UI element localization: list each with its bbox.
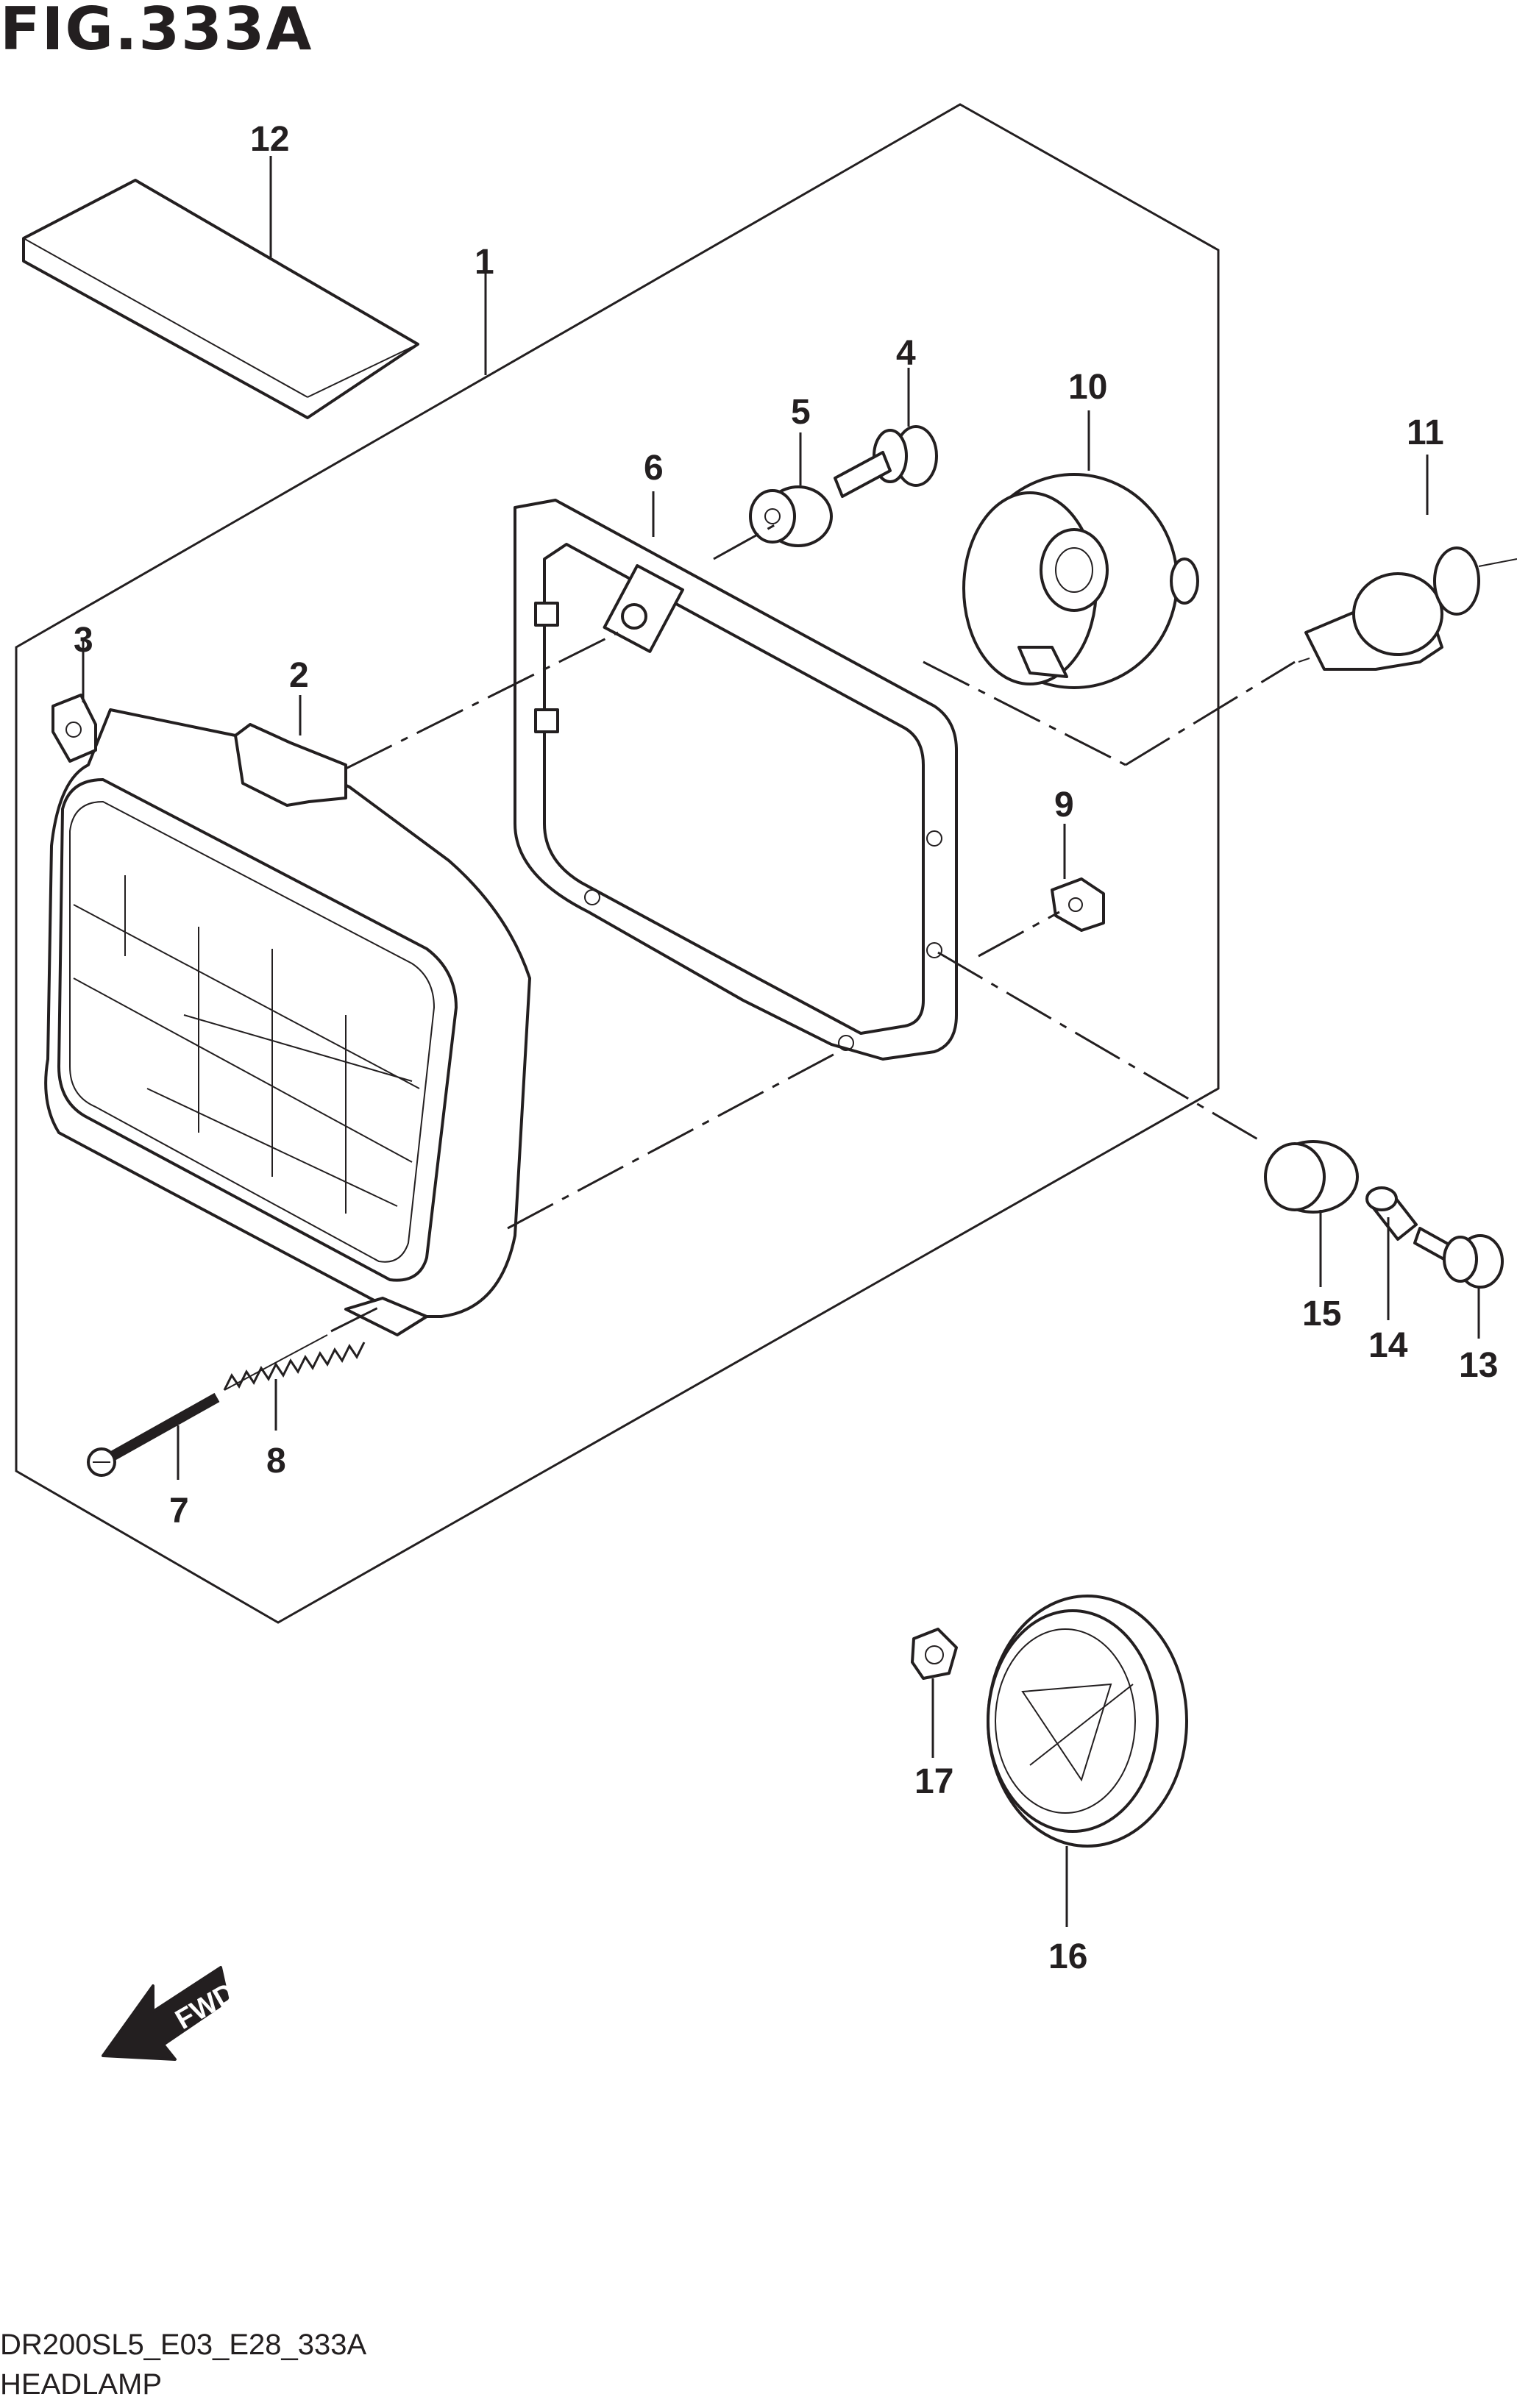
callout-7: 7 (169, 1492, 189, 1531)
callout-3: 3 (74, 621, 93, 660)
callout-1: 1 (475, 243, 494, 282)
part-16-reflex-reflector (987, 1595, 1188, 1848)
diagram-name: HEADLAMP (0, 2368, 163, 2401)
part-13-bolt (1413, 1227, 1504, 1289)
part-2-headlamp-unit (44, 708, 531, 1336)
part-5-cushion (749, 485, 833, 547)
part-10-socket-cover (962, 473, 1199, 689)
callout-17: 17 (914, 1762, 953, 1801)
assembly-axis-lines (330, 521, 1296, 1333)
callout-14: 14 (1368, 1326, 1408, 1365)
part-4-screw (834, 425, 938, 498)
callout-12: 12 (250, 120, 289, 159)
callout-16: 16 (1048, 1937, 1087, 1976)
part-8-spring (223, 1334, 366, 1391)
fwd-arrow: FWD (102, 1966, 241, 2061)
part-7-adjust-screw (87, 1392, 220, 1477)
callout-15: 15 (1302, 1294, 1341, 1333)
part-17-nut (911, 1628, 958, 1680)
part-6-rim (514, 499, 958, 1061)
callout-13: 13 (1459, 1346, 1498, 1385)
assembly-boundary (15, 103, 1220, 1624)
figure-title: FIG.333A (0, 0, 313, 63)
leader-lines (82, 156, 1480, 1927)
callout-4: 4 (896, 334, 916, 373)
callout-6: 6 (644, 449, 664, 488)
callout-2: 2 (289, 656, 309, 695)
part-12-label-sheet (22, 179, 419, 419)
part-15-cushion (1264, 1140, 1359, 1214)
part-11-bulb (1298, 546, 1517, 671)
callout-5: 5 (791, 393, 811, 432)
part-9-nut-clip (1051, 877, 1105, 932)
callout-10: 10 (1068, 368, 1107, 407)
callout-11: 11 (1407, 413, 1444, 452)
diagram-code: DR200SL5_E03_E28_333A (0, 2329, 367, 2361)
callout-8: 8 (266, 1442, 286, 1481)
callout-9: 9 (1054, 786, 1074, 824)
part-14-collar (1365, 1186, 1418, 1241)
part-3-nut-clip (51, 694, 97, 763)
